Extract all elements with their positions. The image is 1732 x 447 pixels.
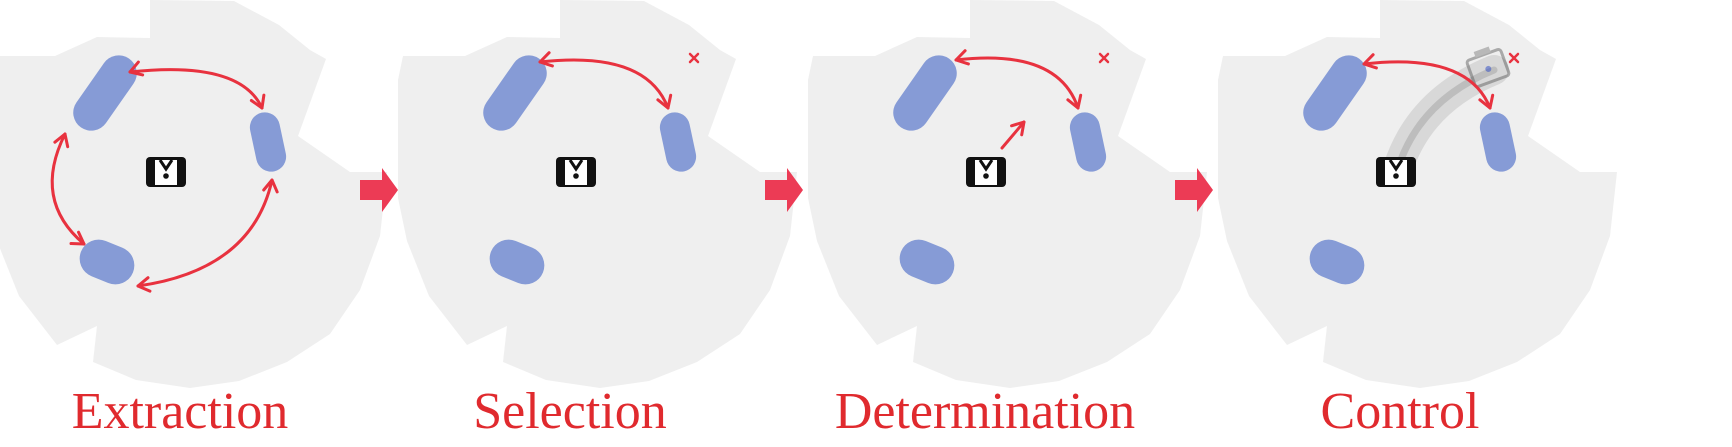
candidate-arrow-top-right <box>128 68 264 110</box>
stage-label-selection: Selection <box>473 383 667 440</box>
arrowhead <box>954 49 970 66</box>
arrowhead <box>656 93 673 110</box>
ghost-robot-icon <box>1465 46 1511 88</box>
robot-icon <box>144 155 188 189</box>
planned-path-center <box>1394 66 1498 172</box>
stage-label-control: Control <box>1320 383 1480 440</box>
arrowhead <box>128 60 145 77</box>
flow-arrow-icon <box>765 168 803 212</box>
panel-control <box>1218 0 1617 388</box>
panel-selection <box>398 0 797 388</box>
workspace-region <box>1218 0 1617 388</box>
arrowhead <box>262 178 279 194</box>
arrowhead <box>69 230 86 246</box>
panel-extraction <box>0 0 387 388</box>
robot-icon <box>554 155 598 189</box>
heading-arrow <box>1000 120 1026 150</box>
robot-icon <box>1374 155 1418 189</box>
stage-label-determination: Determination <box>834 383 1136 440</box>
arrowhead <box>1010 120 1026 137</box>
arrowhead <box>53 132 70 149</box>
flow-arrow-icon <box>1175 168 1213 212</box>
selected-gap-arrow <box>538 58 670 110</box>
flow-arrow-icon <box>360 168 398 212</box>
gap-arrow <box>1362 60 1492 110</box>
arrowheads <box>53 49 1495 293</box>
candidate-arrow-top-bottom <box>50 132 86 246</box>
candidate-arrow-right-bottom <box>136 178 274 288</box>
arrowhead <box>249 93 266 110</box>
arrowhead <box>538 51 554 68</box>
workspace-region <box>0 0 387 388</box>
stage-label-extraction: Extraction <box>71 383 289 440</box>
workspace-region <box>398 0 797 388</box>
arrowhead <box>136 276 152 293</box>
arrowhead <box>1478 93 1495 110</box>
robot-icon <box>964 155 1008 189</box>
arrowhead <box>1066 93 1083 110</box>
panel-determination <box>808 0 1207 388</box>
arrowhead <box>1362 53 1378 70</box>
gap-arrow <box>954 56 1080 110</box>
